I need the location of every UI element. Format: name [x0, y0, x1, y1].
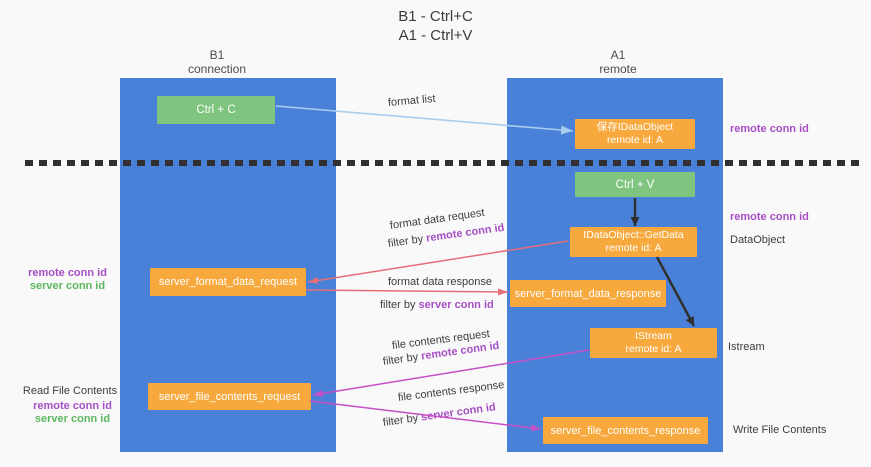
- server-file-contents-request-box: server_file_contents_request: [148, 383, 311, 410]
- istream-line2: remote id: A: [625, 343, 682, 355]
- server-format-data-response-box: server_format_data_response: [510, 280, 666, 307]
- format-response-arrow: [305, 288, 509, 296]
- istream-box: IStream remote id: A: [590, 328, 717, 358]
- format-data-response-label: format data response: [388, 276, 492, 288]
- getdata-line1: IDataObject::GetData: [583, 229, 684, 241]
- left-column-name: B1: [209, 48, 225, 62]
- filter-by-text: filter by: [382, 412, 419, 429]
- read-file-contents-annotation: Read File Contents: [22, 385, 118, 397]
- left-remote-conn-id: remote conn id: [28, 267, 107, 279]
- filter-by-text: filter by: [387, 233, 424, 250]
- server-conn-id-text: server conn id: [418, 299, 494, 311]
- right-column-header: A1 remote: [538, 48, 698, 76]
- dataobject-annotation: DataObject: [730, 234, 786, 246]
- istream-line1: IStream: [635, 330, 672, 342]
- filter-by-text: filter by: [382, 351, 419, 368]
- clipboard-object-line1: 保存IDataObject: [596, 121, 674, 133]
- format-list-label: format list: [387, 92, 437, 109]
- clipboard-object-box: 保存IDataObject remote id: A: [575, 119, 695, 149]
- format-response-filter-label: filter by server conn id: [380, 299, 494, 311]
- left2-server-conn-id: server conn id: [34, 413, 111, 425]
- left2-remote-conn-id: remote conn id: [33, 400, 112, 412]
- file-contents-response-label: file contents response: [397, 379, 505, 404]
- left-column-header: B1 connection: [137, 48, 297, 76]
- filter-by-text: filter by: [380, 299, 416, 311]
- right-remote-conn-id-top: remote conn id: [730, 123, 809, 135]
- server-file-contents-response-label: server_file_contents_response: [550, 424, 701, 437]
- right-remote-conn-id-mid: remote conn id: [730, 211, 809, 223]
- server-format-data-request-box: server_format_data_request: [150, 268, 306, 296]
- right-column-name: A1: [610, 48, 626, 62]
- ctrl-c-label: Ctrl + C: [196, 104, 236, 116]
- server-conn-id-text: server conn id: [420, 401, 497, 424]
- left-server-conn-id: server conn id: [29, 280, 106, 292]
- left-conn-id-block-2: remote conn id server conn id: [25, 400, 120, 426]
- server-format-data-request-label: server_format_data_request: [158, 276, 298, 288]
- server-format-data-response-label: server_format_data_response: [514, 287, 662, 300]
- title-line-2: A1 - Ctrl+V: [398, 27, 473, 44]
- ctrl-v-box: Ctrl + V: [575, 172, 695, 197]
- istream-annotation: Istream: [728, 341, 765, 353]
- ctrl-v-label: Ctrl + V: [615, 178, 655, 191]
- right-column-subtitle: remote: [599, 62, 637, 76]
- left-conn-id-block: remote conn id server conn id: [20, 267, 115, 293]
- title-line-1: B1 - Ctrl+C: [398, 8, 473, 25]
- file-response-filter-label: filter by server conn id: [382, 401, 496, 429]
- write-file-contents-annotation: Write File Contents: [733, 424, 827, 436]
- left-column-subtitle: connection: [187, 62, 247, 76]
- getdata-box: IDataObject::GetData remote id: A: [570, 227, 697, 257]
- getdata-line2: remote id: A: [605, 242, 662, 254]
- server-file-contents-request-label: server_file_contents_request: [158, 390, 301, 403]
- server-file-contents-response-box: server_file_contents_response: [543, 417, 708, 444]
- ctrl-c-box: Ctrl + C: [157, 96, 275, 124]
- clipboard-object-line2: remote id: A: [606, 134, 664, 146]
- diagram-title: B1 - Ctrl+C A1 - Ctrl+V: [0, 7, 871, 45]
